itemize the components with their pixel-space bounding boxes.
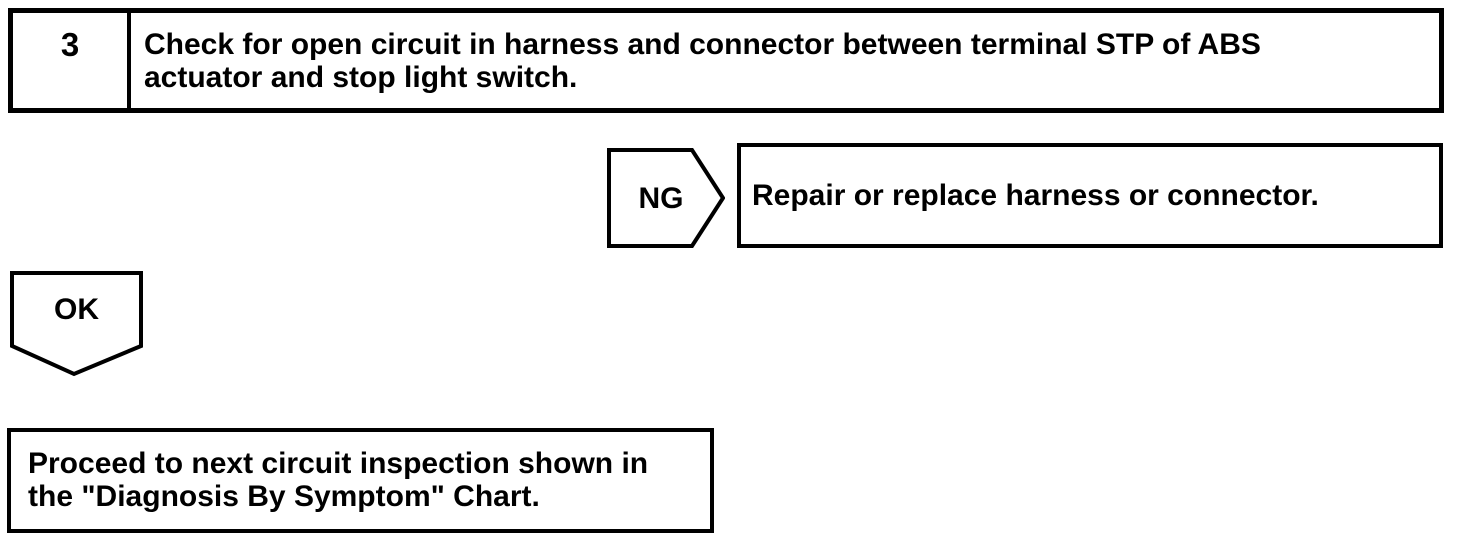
step-number-cell: 3 — [13, 13, 131, 108]
ok-arrow-icon — [10, 271, 143, 377]
ng-action-text: Repair or replace harness or connector. — [752, 179, 1319, 212]
ok-label: OK — [54, 293, 99, 326]
ok-action-text: Proceed to next circuit inspection shown… — [11, 432, 710, 513]
ok-action-text-content: Proceed to next circuit inspection shown… — [28, 447, 649, 513]
ng-arrow-icon — [607, 148, 725, 248]
step-number: 3 — [60, 26, 80, 63]
ng-connector: NG — [607, 148, 725, 248]
step-instruction-text: Check for open circuit in harness and co… — [144, 28, 1261, 94]
step-instruction: Check for open circuit in harness and co… — [131, 13, 1334, 108]
ng-action-box: Repair or replace harness or connector. — [737, 143, 1443, 248]
ng-label: NG — [638, 181, 684, 215]
step-box: 3 Check for open circuit in harness and … — [8, 8, 1444, 113]
ok-connector: OK — [10, 271, 143, 377]
ok-action-box: Proceed to next circuit inspection shown… — [7, 428, 714, 533]
